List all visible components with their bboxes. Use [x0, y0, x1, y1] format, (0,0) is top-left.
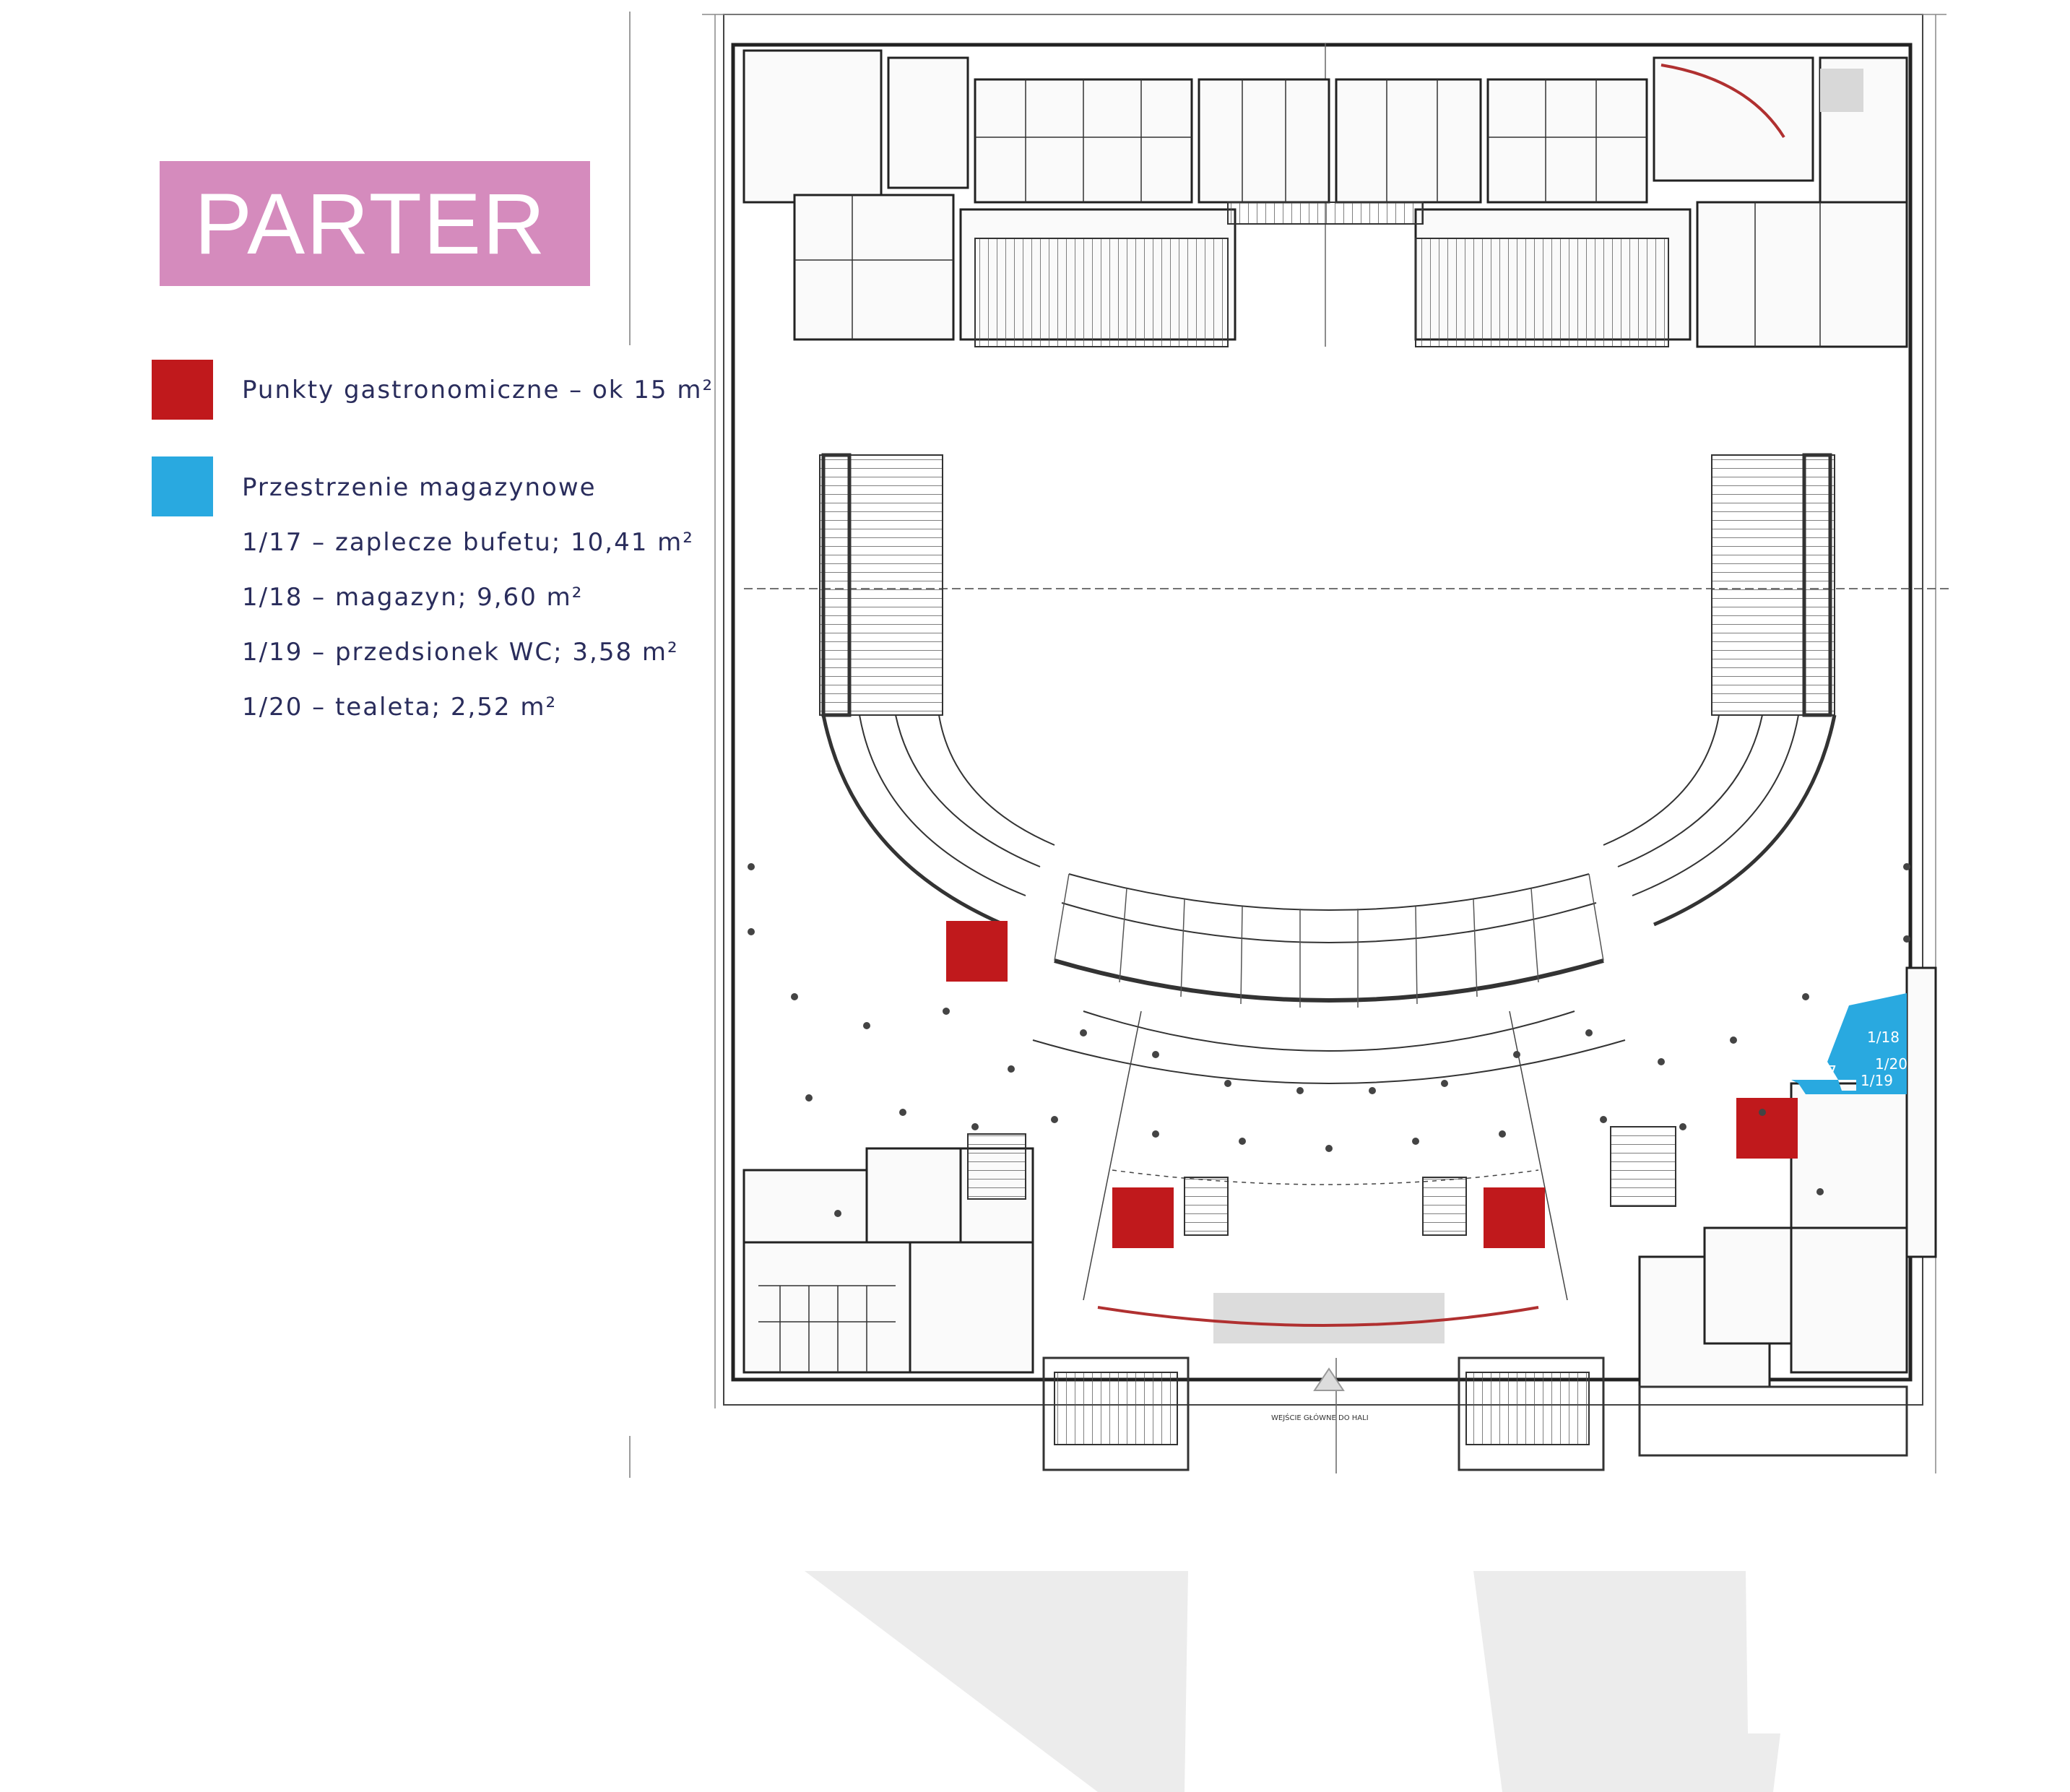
side-stands	[819, 453, 1835, 717]
column-dot	[1296, 1087, 1304, 1094]
gastronomy-point	[946, 921, 1008, 982]
curved-stands	[821, 714, 1837, 1084]
column-dot	[1499, 1130, 1506, 1138]
top-partitions	[794, 79, 1821, 347]
column-dot	[1759, 1109, 1766, 1116]
bottom-stand-radials	[1054, 873, 1604, 1008]
floor-title: PARTER	[194, 175, 547, 272]
column-dot	[1239, 1138, 1246, 1145]
column-dot	[899, 1109, 906, 1116]
gastronomy-points	[946, 921, 1798, 1248]
column-dot	[1816, 1188, 1824, 1195]
divider-line-bottom	[629, 1436, 631, 1478]
storage-legend-label: Przestrzenie magazynowe	[242, 473, 597, 502]
room-legend-item: 1/18 – magazyn; 9,60 m²	[242, 583, 584, 612]
column-dot	[1369, 1087, 1376, 1094]
column-dot	[1008, 1065, 1015, 1073]
bottom-annex	[1042, 1356, 1908, 1471]
top-right-curved-wall	[1660, 64, 1785, 139]
column-dot	[1441, 1080, 1448, 1087]
column-dot	[1051, 1116, 1058, 1123]
column-dot	[943, 1008, 950, 1015]
gastronomy-point	[1736, 1098, 1798, 1159]
column-dot	[1903, 863, 1910, 870]
room-legend-item: 1/20 – tealeta; 2,52 m²	[242, 693, 558, 722]
column-dot	[1679, 1123, 1686, 1130]
entrance-canopy	[1213, 1293, 1445, 1343]
storage-zone: 1/18 1/17 1/20 1/19	[1791, 993, 1907, 1094]
column-dot	[1658, 1058, 1665, 1065]
column-dot	[1224, 1080, 1231, 1087]
column-dot	[1152, 1130, 1159, 1138]
column-dot	[748, 928, 755, 935]
floor-title-box: PARTER	[160, 161, 590, 286]
column-dot	[748, 863, 755, 870]
bottom-grey-shape-left	[805, 1571, 1188, 1792]
gastronomy-point	[1112, 1187, 1174, 1248]
column-dot	[971, 1123, 979, 1130]
lower-right-stair-2	[1422, 1177, 1467, 1236]
column-dot	[805, 1094, 813, 1101]
column-dot	[1802, 993, 1809, 1000]
column-dot	[1600, 1116, 1607, 1123]
column-dot	[1412, 1138, 1419, 1145]
lower-left-stair	[967, 1133, 1026, 1200]
column-dot	[863, 1022, 870, 1029]
column-dot	[1080, 1029, 1087, 1036]
column-dot	[1325, 1145, 1333, 1152]
concourse-lines	[1083, 1010, 1568, 1301]
room-legend-item: 1/17 – zaplecze bufetu; 10,41 m²	[242, 528, 694, 557]
storage-room-1-19	[1856, 1080, 1885, 1094]
top-stands	[974, 238, 1669, 347]
entrance-label: WEJŚCIE GŁÓWNE DO HALI	[1271, 1413, 1369, 1422]
room-label-1-17: 1/17	[1804, 1062, 1837, 1080]
room-label-1-19: 1/19	[1861, 1072, 1893, 1089]
divider-line-top	[629, 12, 631, 345]
lower-left-stair-2	[1184, 1177, 1229, 1236]
top-right-shade	[1820, 69, 1863, 112]
gastronomy-swatch	[152, 360, 213, 420]
lower-right-rooms	[1638, 966, 1937, 1388]
column-dot	[1513, 1051, 1520, 1058]
column-dot	[791, 993, 798, 1000]
storage-swatch	[152, 456, 213, 516]
room-label-1-18: 1/18	[1867, 1029, 1900, 1046]
column-dot	[1152, 1051, 1159, 1058]
column-dot	[1730, 1036, 1737, 1044]
gastronomy-legend-label: Punkty gastronomiczne – ok 15 m²	[242, 376, 714, 404]
column-dot	[1903, 935, 1910, 943]
storage-room-1-18	[1827, 993, 1907, 1080]
entrance-curved-wall	[1097, 1306, 1539, 1327]
top-central-grille	[1227, 202, 1424, 225]
room-label-1-20: 1/20	[1875, 1055, 1907, 1073]
bottom-grey-shape-right	[1473, 1571, 1780, 1792]
lower-left-partitions	[758, 1285, 896, 1372]
column-dot	[834, 1210, 841, 1217]
bottom-stairwells	[1054, 1372, 1590, 1445]
room-legend-item: 1/19 – przedsionek WC; 3,58 m²	[242, 638, 679, 667]
gastronomy-point	[1484, 1187, 1545, 1248]
column-dot	[1585, 1029, 1593, 1036]
lower-right-stair	[1610, 1126, 1676, 1207]
entrance-arrow-icon	[1313, 1367, 1345, 1391]
